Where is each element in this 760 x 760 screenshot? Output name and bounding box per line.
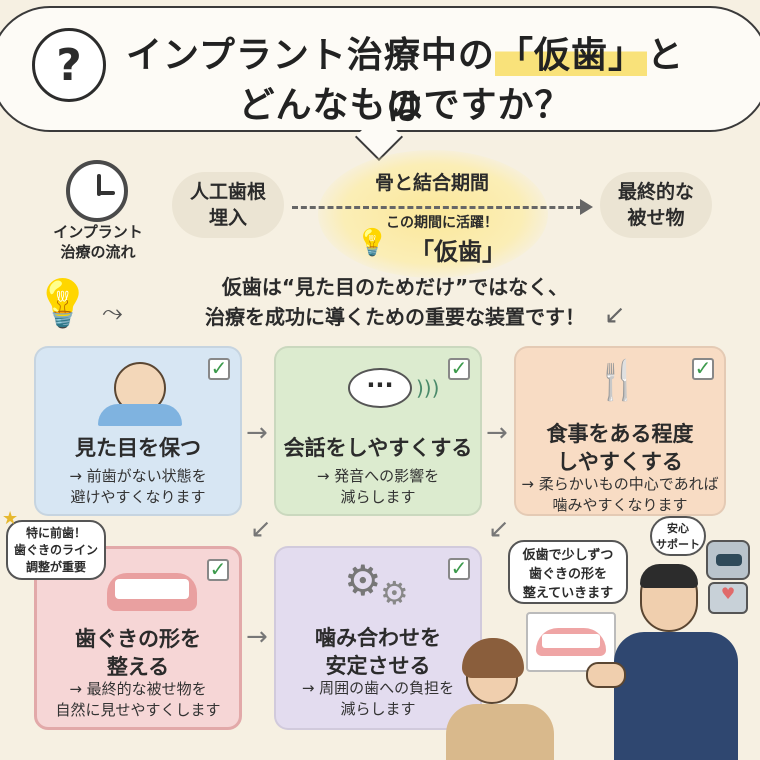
title-highlight: 「仮歯」 xyxy=(494,35,647,76)
flow-step1-line1: 人工歯根 xyxy=(189,181,266,203)
card-desc: → 発音への影響を 減らします xyxy=(276,466,480,508)
patient-illustration xyxy=(446,704,554,760)
fork-spoon-icon: 🍴 xyxy=(594,358,642,402)
check-icon: ✓ xyxy=(448,558,470,580)
curved-arrow-icon: ↙ xyxy=(604,300,626,330)
doctor-speech-line1: 仮歯で少しずつ xyxy=(522,548,614,563)
card-desc-line1: → 最終的な被せ物を xyxy=(69,680,207,698)
card-title: 食事をある程度 しやすくする xyxy=(516,420,724,476)
robot-speech-line1: 安心 xyxy=(667,522,689,535)
page-title-line2: どんなものですか？ xyxy=(238,85,572,126)
card-desc-line1: → 柔らかいもの中心であれば xyxy=(521,475,719,493)
arrow-down-left-icon: ↙ xyxy=(488,514,510,544)
gears-icon: ⚙ xyxy=(344,556,382,605)
card-speech: ✓ ··· ))) 会話をしやすくする → 発音への影響を 減らします xyxy=(274,346,482,516)
flow-step3-line2: 被せ物 xyxy=(627,207,685,229)
card-desc-line1: → 前歯がない状態を xyxy=(69,467,207,485)
card-desc-line2: 噛みやすくなります xyxy=(552,496,688,514)
check-icon: ✓ xyxy=(448,358,470,380)
doctor-speech-bubble: 仮歯で少しずつ 歯ぐきの形を 整えていきます xyxy=(508,540,628,604)
arrow-down-left-icon: ↙ xyxy=(250,514,272,544)
robot-speech-bubble: 安心 サポート xyxy=(650,516,706,556)
card-desc: → 周囲の歯への負担を 減らします xyxy=(276,678,480,720)
flow-step-sub: この期間に活躍！ xyxy=(386,215,498,231)
flow-step3-line1: 最終的な xyxy=(617,181,694,203)
card-title-line1: 噛み合わせを xyxy=(315,626,441,650)
check-icon: ✓ xyxy=(208,358,230,380)
doctor-speech-line2: 歯ぐきの形を xyxy=(528,567,607,582)
card-desc-line2: 自然に見せやすくします xyxy=(55,701,221,719)
robot-speech-line2: サポート xyxy=(656,538,700,551)
flow-arrowhead xyxy=(580,199,593,215)
title-text-post: とは xyxy=(386,35,684,128)
arrow-right-icon: → xyxy=(486,418,508,448)
main-message-line1: 仮歯は“見た目のためだけ”ではなく、 xyxy=(221,275,569,299)
sound-wave-icon: ))) xyxy=(416,376,440,400)
card-title-line2: 整える xyxy=(106,655,170,679)
doctor-head xyxy=(640,564,698,632)
card-title: 歯ぐきの形を 整える xyxy=(37,625,239,681)
patient-head xyxy=(462,638,524,704)
card-desc-line1: → 周囲の歯への負担を xyxy=(301,679,455,697)
gum-note-line3: 調整が重要 xyxy=(25,560,86,574)
teeth-icon xyxy=(107,573,197,611)
card-eating: ✓ 🍴 食事をある程度 しやすくする → 柔らかいもの中心であれば 噛みやすくな… xyxy=(514,346,726,516)
card-title: 見た目を保つ xyxy=(75,436,201,460)
doctor-hand xyxy=(586,662,626,688)
main-message-line2: 治療を成功に導くための重要な装置です！ xyxy=(205,305,585,329)
card-desc-line2: 減らします xyxy=(340,488,416,506)
card-title: 会話をしやすくする xyxy=(283,436,473,460)
clock-icon xyxy=(66,160,128,222)
card-desc: → 柔らかいもの中心であれば 噛みやすくなります xyxy=(516,474,724,516)
gum-note: 特に前歯！ 歯ぐきのライン 調整が重要 xyxy=(6,520,106,580)
flow-step1-line2: 埋入 xyxy=(208,207,247,229)
flow-highlight-kariba: 「仮歯」 xyxy=(410,238,506,266)
person-shoulders xyxy=(98,404,182,426)
question-icon: ? xyxy=(32,28,106,102)
gum-note-line1: 特に前歯！ xyxy=(25,526,86,540)
gears-icon-small: ⚙ xyxy=(380,574,409,612)
card-title: 噛み合わせを 安定させる xyxy=(276,624,480,680)
title-text-pre: インプラント治療中の xyxy=(126,35,495,76)
main-message: 仮歯は“見た目のためだけ”ではなく、 治療を成功に導くための重要な装置です！ xyxy=(160,272,630,332)
card-gum-shape: ✓ 歯ぐきの形を 整える → 最終的な被せ物を 自然に見せやすくします xyxy=(34,546,242,730)
highlight-glow xyxy=(318,150,548,278)
swirl-arrow-icon: ⤳ xyxy=(102,298,123,328)
page-title-line1: インプラント治療中の「仮歯」とは xyxy=(110,26,700,130)
card-title-line2: 安定させる xyxy=(325,654,431,678)
bulb-icon: 💡 xyxy=(34,276,92,330)
card-title-line2: しやすくする xyxy=(557,450,683,474)
card-appearance: ✓ 見た目を保つ → 前歯がない状態を 避けやすくなります xyxy=(34,346,242,516)
flow-step-implant: 人工歯根 埋入 xyxy=(172,172,284,238)
card-bite: ✓ ⚙ ⚙ 噛み合わせを 安定させる → 周囲の歯への負担を 減らします xyxy=(274,546,482,730)
robot-icon xyxy=(706,540,750,580)
card-desc: → 最終的な被せ物を 自然に見せやすくします xyxy=(37,679,239,721)
gum-note-line2: 歯ぐきのライン xyxy=(13,543,98,557)
flow-label-line1: インプラント xyxy=(53,223,143,241)
check-icon: ✓ xyxy=(692,358,714,380)
speech-bubble-icon: ··· xyxy=(348,368,412,408)
doctor-speech-line3: 整えていきます xyxy=(522,586,614,601)
arrow-right-icon: → xyxy=(246,622,268,652)
card-desc-line2: 避けやすくなります xyxy=(70,488,206,506)
card-desc-line2: 減らします xyxy=(340,700,416,718)
card-title-line1: 食事をある程度 xyxy=(546,422,694,446)
doctor-illustration xyxy=(614,632,738,760)
check-icon: ✓ xyxy=(207,559,229,581)
card-desc-line1: → 発音への影響を xyxy=(316,467,440,485)
flow-dashed-line xyxy=(292,206,582,209)
star-icon: ★ xyxy=(2,508,19,529)
flow-label-line2: 治療の流れ xyxy=(60,243,136,261)
arrow-right-icon: → xyxy=(246,418,268,448)
robot-body: ♥ xyxy=(708,582,748,614)
flow-label: インプラント 治療の流れ xyxy=(40,222,156,262)
flow-step-bonding: 骨と結合期間 xyxy=(374,172,489,194)
card-title-line1: 歯ぐきの形を xyxy=(75,627,201,651)
bulb-icon-small: 💡 xyxy=(356,228,389,258)
card-desc: → 前歯がない状態を 避けやすくなります xyxy=(36,466,240,508)
flow-step-final: 最終的な 被せ物 xyxy=(600,172,712,238)
